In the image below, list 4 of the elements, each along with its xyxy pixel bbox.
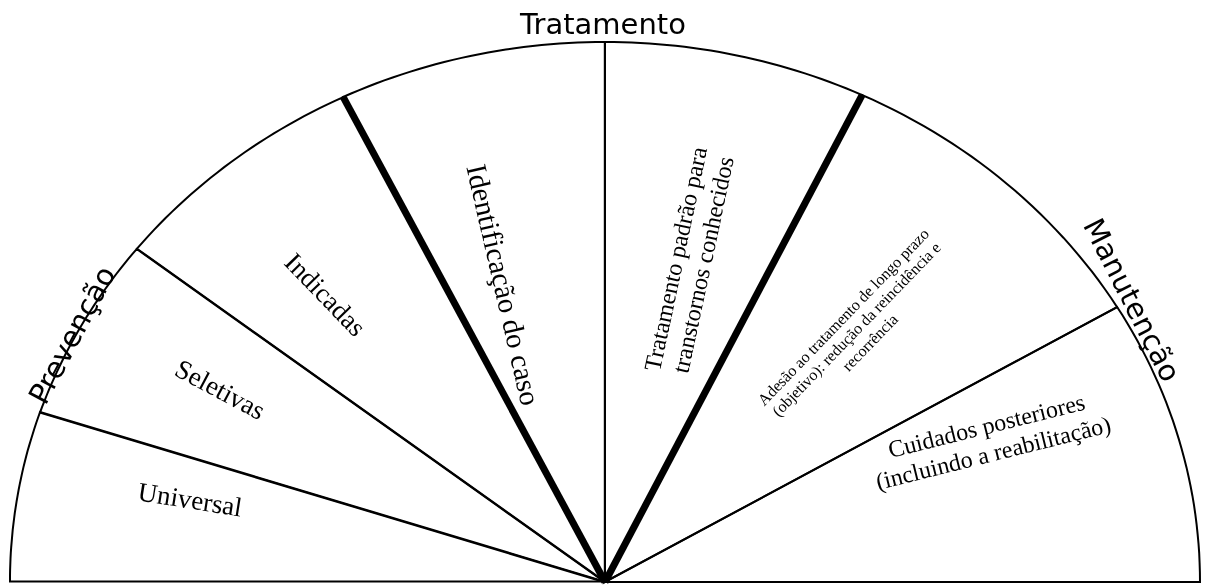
sector-label: Universal	[134, 475, 246, 525]
sector-label: Tratamento padrão para transtornos conhecidos	[638, 143, 740, 378]
sector-label: Identificação do caso	[459, 160, 548, 411]
section-heading: Tratamento	[520, 7, 686, 41]
